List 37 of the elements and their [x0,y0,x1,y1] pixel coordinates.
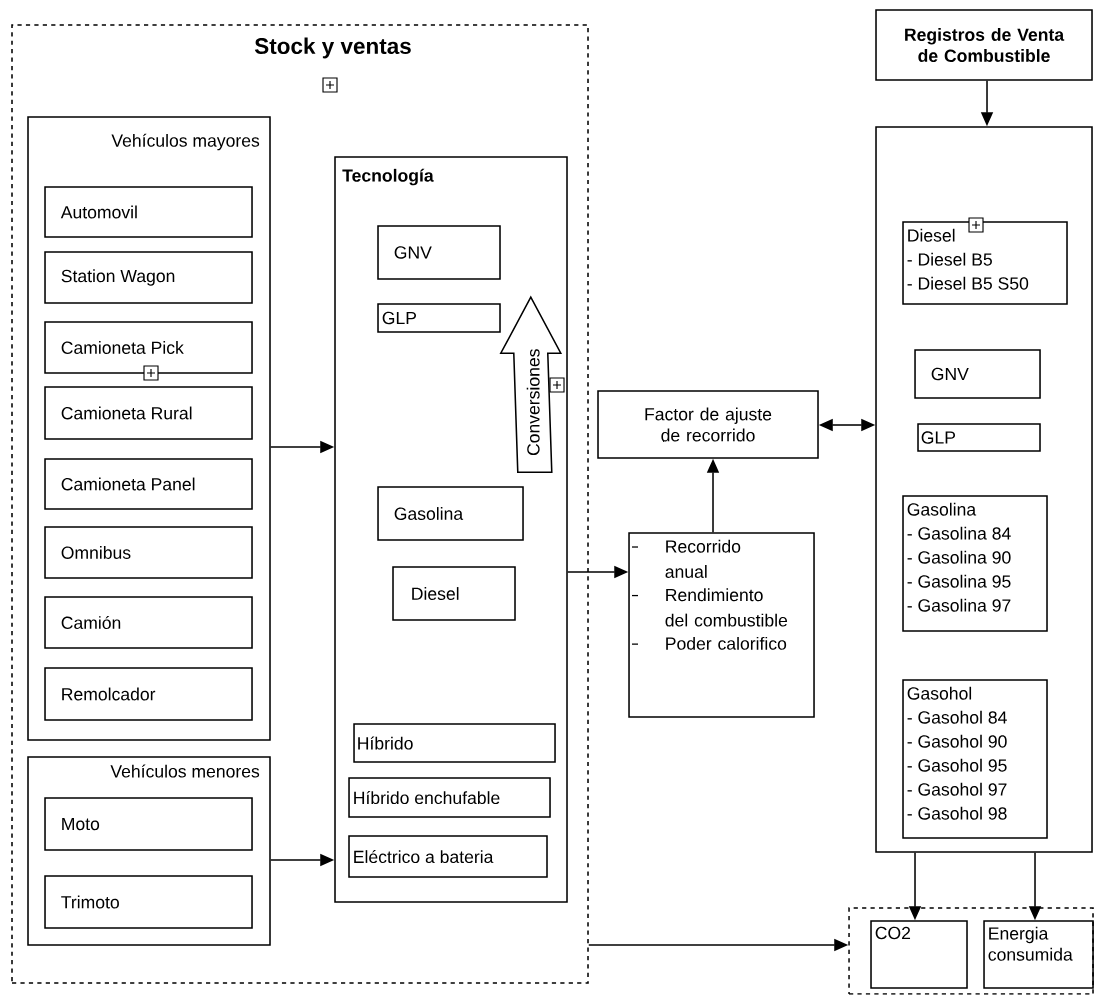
result-box: CO2 [870,920,968,989]
panel-title: Vehículos menores [110,764,260,778]
group-title: Stock y ventas [254,37,411,59]
result-box: Energia consumida [983,920,1094,989]
list-item: Poder calorifico [631,636,787,650]
item-box: Híbrido enchufable [348,777,551,818]
item-box: Híbrido [353,723,556,763]
item-box: Diesel [392,566,516,621]
list-item: Rendimiento del combustible [631,588,788,627]
item-box: Camioneta Rural [44,386,253,440]
item-box: Station Wagon [44,251,253,304]
item-box: Automovil [44,186,253,238]
item-box: Remolcador [44,667,253,721]
item-box: GLP [377,303,501,333]
list-item: Recorrido anual [631,539,741,578]
item-box: Camioneta Panel [44,458,253,510]
item-box: Moto [44,797,253,851]
panel-title: Tecnología [342,168,434,186]
output-frame [848,907,1094,995]
item-box: GNV [914,349,1041,399]
fuel-list-box: Diesel - Diesel B5 - Diesel B5 S50 [902,221,1068,305]
item-box: Camioneta Pick [44,321,253,374]
fuel-list-box: Gasolina - Gasolina 84 - Gasolina 90 - Gasolina 95 - Gasolina 97 [902,495,1048,632]
source-box: Registros de Venta de Combustible [875,9,1093,81]
edge-label: Conversiones [526,349,540,456]
item-box: Trimoto [44,875,253,929]
fuel-panel [875,126,1093,853]
process-box: Factor de ajuste de recorrido [597,390,819,459]
item-box: Gasolina [377,486,524,541]
item-box: Camión [44,596,253,649]
item-box: Eléctrico a bateria [348,835,548,878]
item-box: Omnibus [44,526,253,579]
block-arrow [499,295,563,474]
panel-title: Vehículos mayores [111,133,260,151]
item-box: GLP [917,423,1041,452]
item-box: GNV [377,225,501,280]
fuel-list-box: Gasohol - Gasohol 84 - Gasohol 90 - Gasohol 95 - Gasohol 97 - Gasohol 98 [902,679,1048,839]
